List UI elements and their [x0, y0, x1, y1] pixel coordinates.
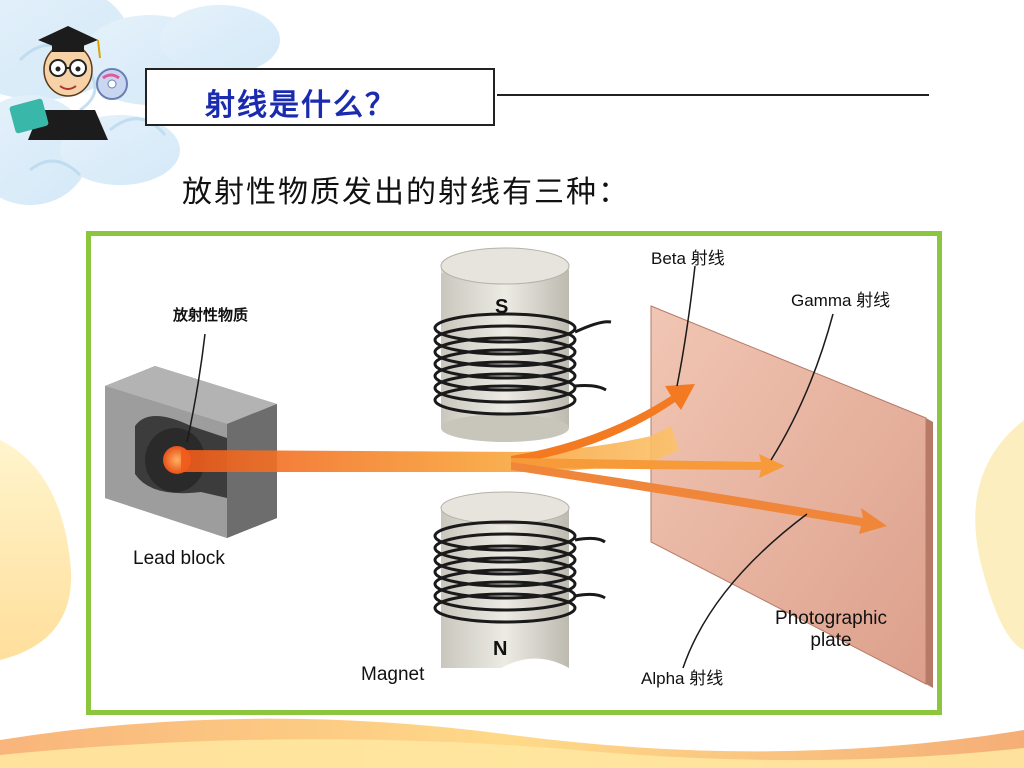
label-lead-block: Lead block	[133, 548, 225, 569]
label-photographic-plate: Photographic plate	[771, 608, 891, 652]
label-photographic-plate-line2: plate	[810, 630, 852, 651]
teacher-character-icon	[9, 26, 128, 140]
alpha-ray	[511, 462, 887, 534]
right-decoration	[975, 420, 1024, 650]
diagram-frame: 放射性物质 Lead block Magnet S N Beta 射线 Gamm…	[86, 231, 942, 715]
label-alpha-ray: Alpha 射线	[641, 669, 724, 688]
label-gamma-ray: Gamma 射线	[791, 291, 891, 310]
leader-lines	[186, 265, 834, 669]
title-rule	[497, 94, 929, 96]
radiation-diagram	[105, 247, 933, 688]
label-pole-n: N	[493, 638, 508, 660]
label-magnet: Magnet	[361, 664, 425, 685]
label-pole-s: S	[495, 296, 509, 318]
label-beta-ray: Beta 射线	[651, 249, 725, 268]
gamma-ray	[511, 454, 785, 478]
title-box: 射线是什么？	[145, 68, 495, 126]
beta-ray	[511, 384, 695, 464]
slide-title: 射线是什么？	[205, 88, 397, 123]
label-photographic-plate-line1: Photographic	[775, 608, 887, 629]
left-decoration	[0, 440, 72, 660]
slide-subtitle: 放射性物质发出的射线有三种：	[182, 175, 630, 210]
label-radioactive-material: 放射性物质	[173, 306, 249, 324]
coil-top	[433, 312, 612, 416]
coil-bottom	[433, 520, 606, 624]
